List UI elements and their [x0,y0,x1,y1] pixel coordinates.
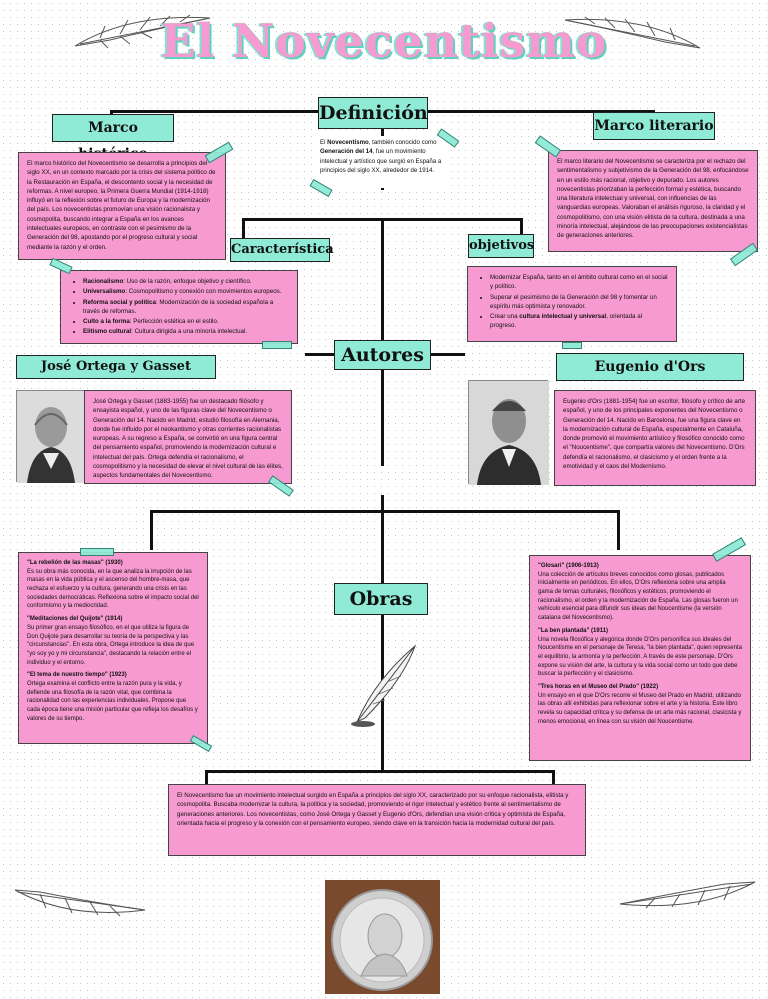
obras-heading: Obras [334,583,428,615]
tape-decoration [562,342,582,349]
page-title: El Novecentismo [160,14,608,68]
connector [205,770,208,792]
feather-quill-icon [619,881,756,909]
dors-heading: Eugenio d'Ors [556,353,744,381]
ortega-text: José Ortega y Gasset (1883-1955) fue un … [84,390,292,484]
list-item: Reforma social y política: Modernización… [83,298,289,317]
caracteristica-heading: Característica [230,238,334,262]
caracteristica-list: Racionalismo: Uso de la razón, enfoque o… [60,270,298,344]
connector [205,770,555,773]
dors-text: Eugenio d'Ors (1881-1954) fue un escrito… [554,390,756,486]
obras-ortega: "La rebelión de las masas" (1930) Es su … [18,552,208,744]
marco-historico-text: El marco histórico del Novecentismo se d… [18,152,226,260]
list-item: Crear una cultura intelectual y universa… [490,312,668,331]
portrait-dors [468,380,549,485]
conclusion-text: El Novecentismo fue un movimiento intele… [168,784,586,856]
marco-historico-heading: Marco histórico [52,114,174,162]
connector [150,510,153,550]
list-item: Modernizar España, tanto en el ámbito cu… [490,273,668,292]
objetivos-list: Modernizar España, tanto en el ámbito cu… [467,266,677,342]
ortega-heading: José Ortega y Gasset [16,355,216,379]
connector [552,770,555,792]
tape-decoration [262,341,292,349]
feather-quill-icon [14,889,146,917]
connector [381,218,384,342]
medallion-relief [325,880,440,994]
marco-literario-text: El marco literario del Novecentismo se c… [548,150,758,252]
list-item: Superar el pesimismo de la Generación de… [490,293,668,312]
obras-dors: "Glosari" (1906-1913) Una colección de a… [529,555,751,761]
objetivos-heading: objetivos [468,234,534,258]
definicion-text: El Novecentismo, también conocido como G… [318,136,450,188]
connector [381,495,384,770]
connector [617,510,620,550]
feather-quill-icon [74,14,211,49]
marco-literario-heading: Marco literario [593,112,715,140]
list-item: Universalismo: Cosmopolitismo y conexión… [83,287,289,296]
list-item: Culto a la forma: Perfección estética en… [83,317,289,326]
feather-quill-icon [564,16,701,49]
connector [150,510,620,513]
autores-heading: Autores [334,340,431,370]
connector [242,218,245,240]
portrait-ortega [16,390,85,483]
definicion-heading: Definición [318,97,428,129]
tape-decoration [80,548,114,556]
list-item: Racionalismo: Uso de la razón, enfoque o… [83,277,289,286]
quill-pen-icon [351,644,417,727]
connector [520,218,523,238]
connector [381,366,384,466]
list-item: Elitismo cultural: Cultura dirigida a un… [83,327,289,336]
